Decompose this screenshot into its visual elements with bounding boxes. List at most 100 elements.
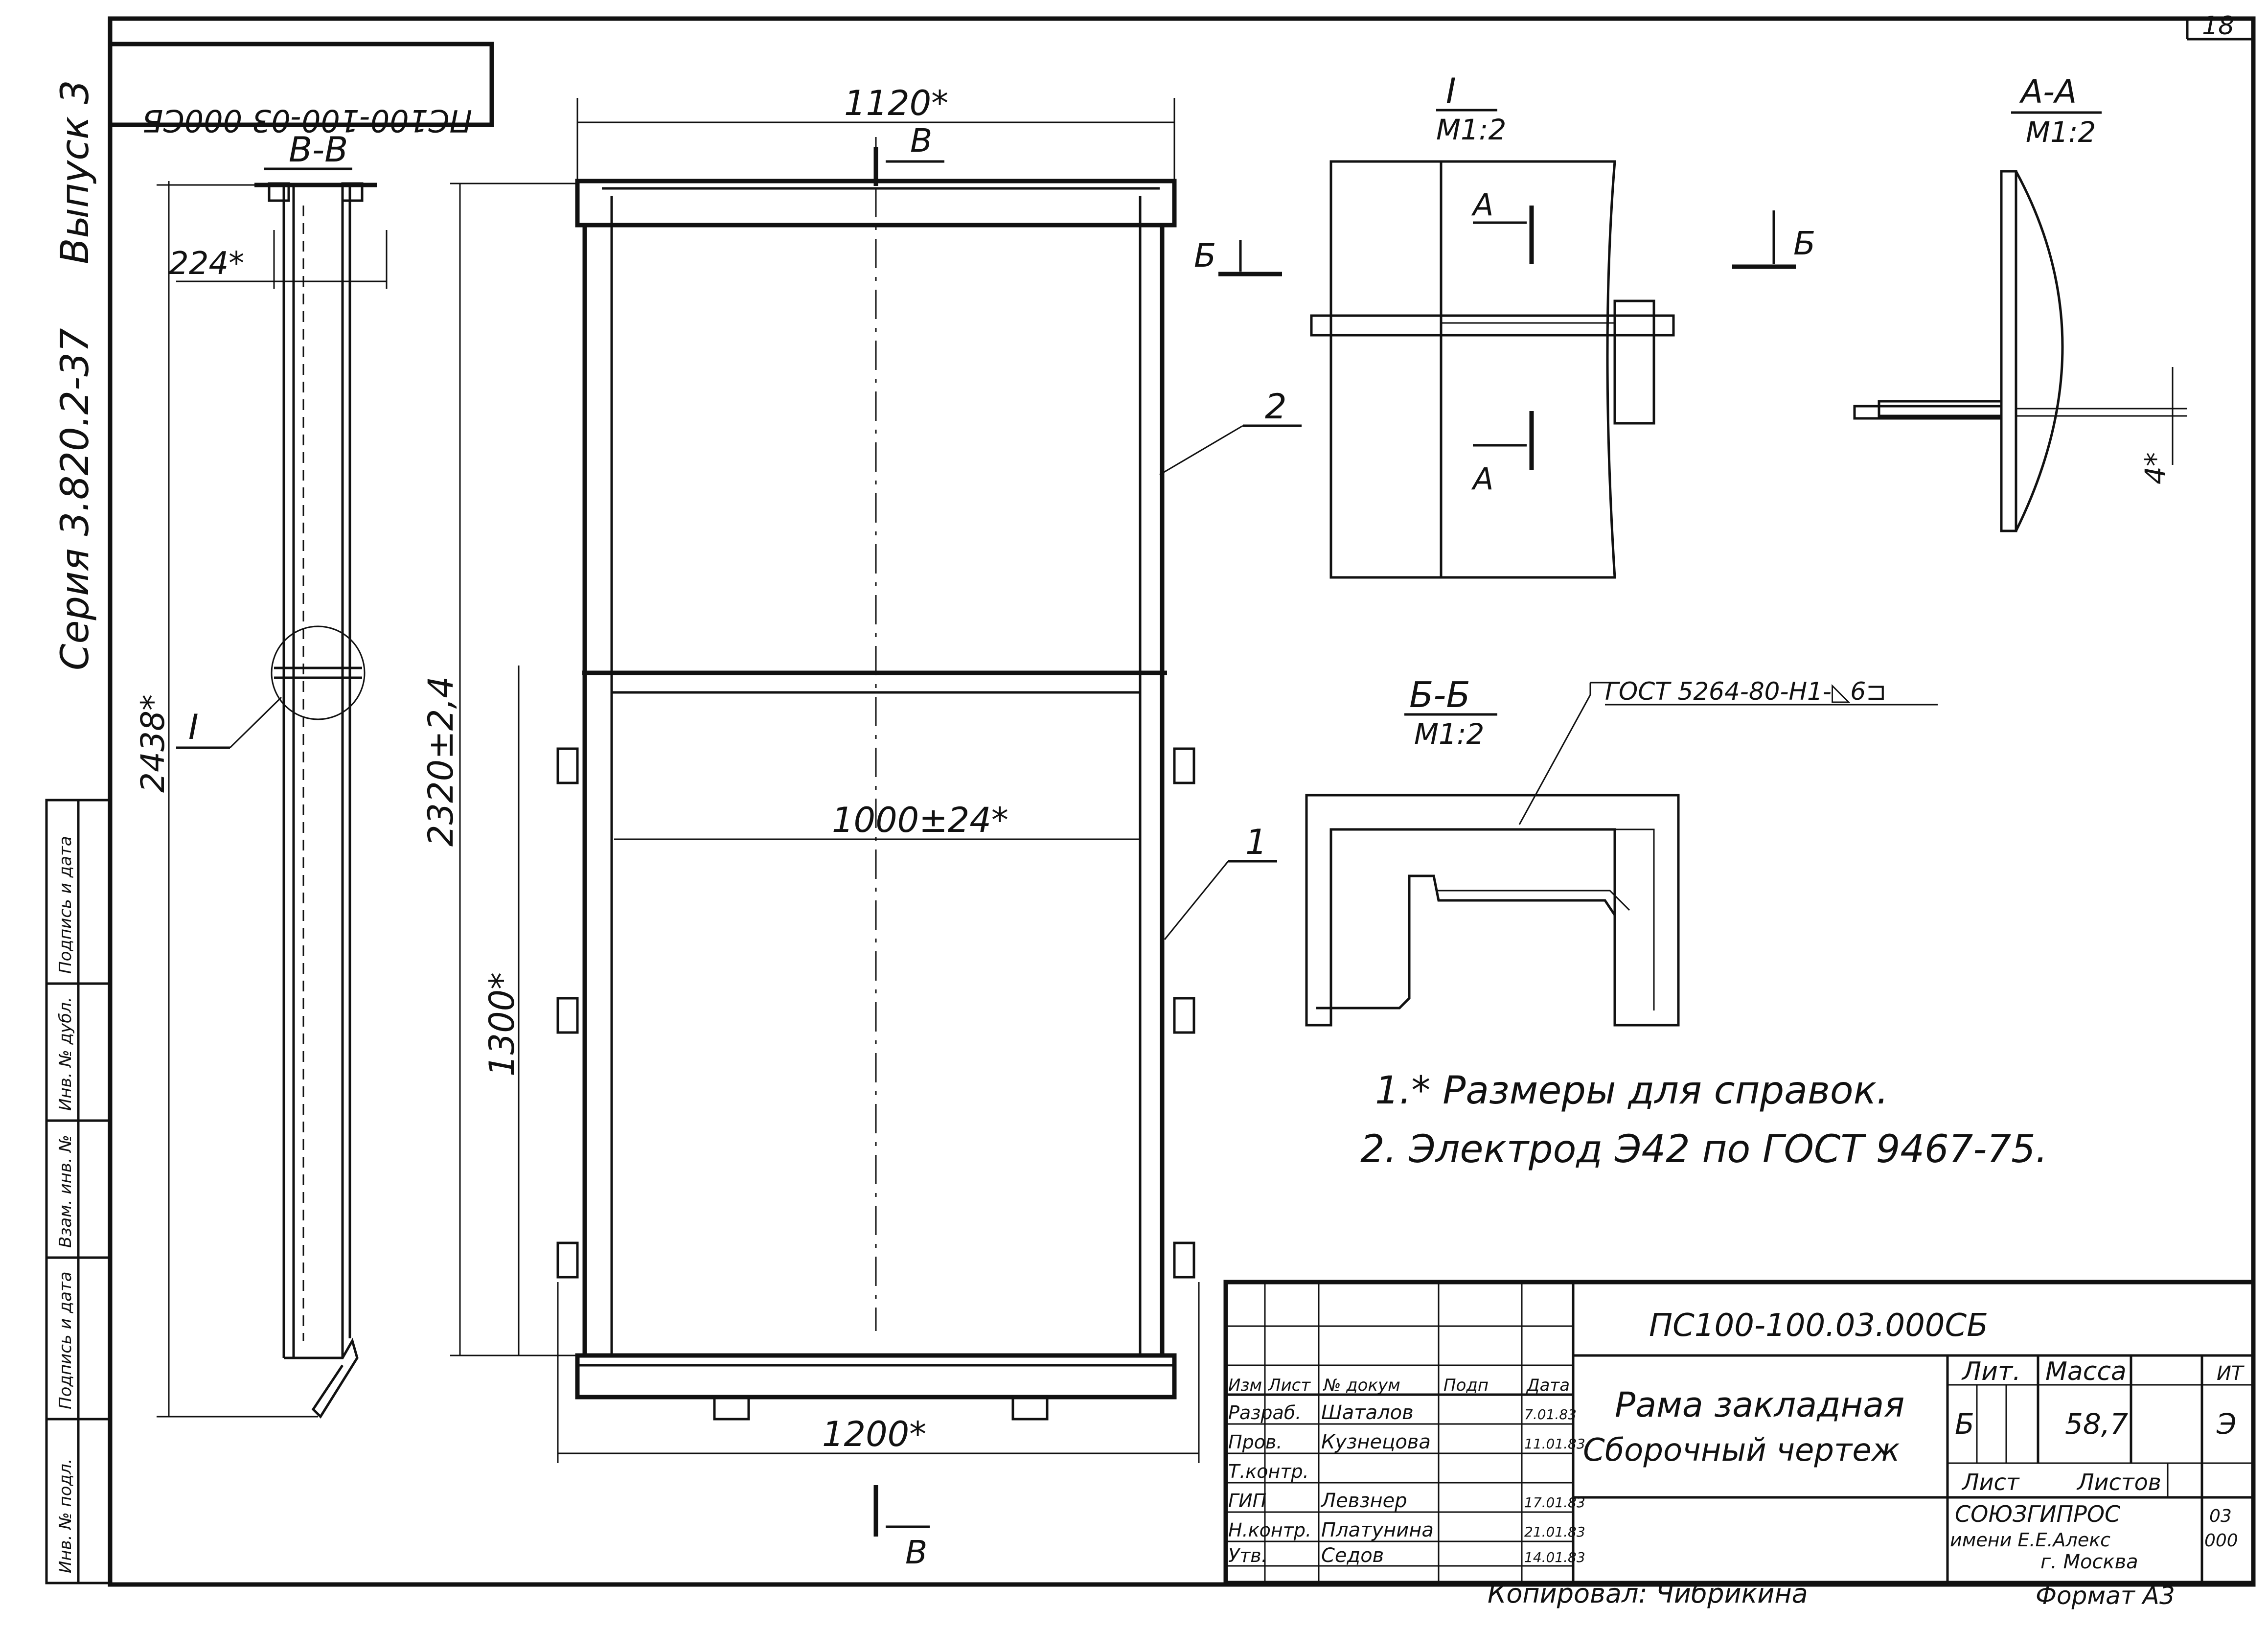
anchor-lug-right-3 <box>1173 1241 1195 1279</box>
tb-scale-value: Э <box>2216 1407 2237 1441</box>
tb-head-list: Лист <box>1267 1376 1311 1395</box>
tb-org-line2: имени Е.Е.Алекс <box>1950 1529 2110 1551</box>
note-2: 2. Электрод Э42 по ГОСТ 9467-75. <box>1360 1127 2048 1171</box>
detail-i-cut-a-top-label: А <box>1471 187 1493 223</box>
anchor-lug-bottom-2 <box>1011 1396 1049 1421</box>
section-bb-z-profile <box>1316 874 1616 1025</box>
anchor-lug-right-1 <box>1173 747 1195 784</box>
section-aa-dim-4: 4* <box>2139 452 2172 484</box>
tb-row2-name: Кузнецова <box>1321 1431 1431 1453</box>
tb-row5-role: Н.контр. <box>1228 1519 1311 1541</box>
tb-org-cut-2: 000 <box>2204 1531 2238 1551</box>
dim-224: 224* <box>169 246 244 282</box>
tb-row2-date: 11.01.83 <box>1524 1436 1585 1452</box>
tb-sheet-label: Лист <box>1961 1469 2020 1495</box>
leader-1-label: 1 <box>1245 822 1267 862</box>
dim-1200: 1200* <box>822 1414 926 1454</box>
tb-scale-label: ИТ <box>2217 1362 2245 1385</box>
section-aa-break-line <box>2015 170 2064 532</box>
anchor-lug-left-2 <box>556 997 579 1034</box>
detail-i-body <box>1329 160 1616 579</box>
tb-row6-date: 14.01.83 <box>1524 1549 1585 1565</box>
dim-1120: 1120* <box>844 83 948 123</box>
tb-row6-name: Седов <box>1321 1544 1384 1567</box>
tb-row1-name: Шаталов <box>1321 1401 1414 1424</box>
section-bb-note-leader <box>1518 694 1591 825</box>
anchor-lug-right-2 <box>1173 997 1195 1034</box>
vv-bottom-hook <box>284 1337 359 1419</box>
series-label: Серия 3.820.2-37 <box>53 328 97 671</box>
dim-2438: 2438* <box>134 694 172 793</box>
detail-callout-leader <box>229 696 282 749</box>
side-col-5: Подпись и дата <box>56 836 75 974</box>
tb-row2-role: Пров. <box>1228 1431 1282 1453</box>
tb-row4-name: Левзнер <box>1320 1490 1407 1512</box>
leader-2-line <box>1159 425 1243 476</box>
title-block <box>1223 1280 2256 1585</box>
section-bb-weld-note: ГОСТ 5264-80-Н1-◺6⊐ <box>1605 677 1886 706</box>
tb-org-line3: г. Москва <box>2040 1551 2138 1573</box>
code-stamp-mirrored: ПС100-100-03 000СБ <box>142 103 472 138</box>
section-bb-inner-edge <box>1331 828 1655 1010</box>
tb-lit-value: Б <box>1955 1407 1974 1441</box>
detail-i-plate <box>1613 299 1655 425</box>
tb-org-cut-1: 03 <box>2209 1506 2232 1526</box>
section-aa-scale: М1:2 <box>2026 115 2096 149</box>
leader-2-label: 2 <box>1265 387 1287 427</box>
tb-head-izm: Изм <box>1228 1376 1262 1395</box>
section-aa-plate-top <box>1878 400 2003 417</box>
section-aa-web <box>2000 170 2017 532</box>
footer-format: Формат А3 <box>2036 1582 2175 1610</box>
section-bb-scale: М1:2 <box>1414 717 1484 751</box>
dim-2320: 2320±2,4 <box>421 676 461 847</box>
section-vv-title: В-В <box>289 130 348 170</box>
cut-label-bottom: В <box>905 1534 927 1571</box>
side-col-4: Инв. № дубл. <box>56 997 75 1111</box>
footer-copied-by: Копировал: Чибрикина <box>1488 1578 1808 1609</box>
detail-i-title: I <box>1446 71 1456 111</box>
tb-name-line1: Рама закладная <box>1615 1385 1904 1425</box>
tb-mass-label: Масса <box>2045 1357 2127 1386</box>
tb-head-date: Дата <box>1526 1376 1570 1395</box>
tb-frame <box>1223 1280 2256 1585</box>
side-col-3: Взам. инв. № <box>56 1135 75 1248</box>
cut-label-top: В <box>910 122 932 160</box>
detail-i-cut-a-bottom-label: А <box>1471 461 1493 497</box>
tb-doc-code: ПС100-100.03.000СБ <box>1649 1308 1988 1344</box>
detail-i-bar <box>1310 314 1675 337</box>
side-col-2: Подпись и дата <box>56 1271 75 1409</box>
tb-head-doc: № докум <box>1323 1376 1400 1395</box>
frame-bottom-beam <box>575 1353 1177 1400</box>
detail-callout-circle <box>271 625 366 720</box>
tb-head-sign: Подп <box>1443 1376 1489 1395</box>
cut-b-right-label: Б <box>1793 225 1815 262</box>
tb-mass-value: 58,7 <box>2065 1407 2128 1441</box>
tb-sheets-label: Листов <box>2076 1469 2161 1495</box>
tb-row3-role: Т.контр. <box>1228 1461 1309 1482</box>
anchor-lug-bottom-1 <box>713 1396 750 1421</box>
detail-callout-label: I <box>188 707 199 747</box>
note-1: 1.* Размеры для справок. <box>1375 1069 1889 1113</box>
section-bb-z-profile-inner <box>1436 890 1630 911</box>
issue-label: Выпуск 3 <box>53 80 97 264</box>
section-bb-title: Б-Б <box>1409 674 1470 715</box>
dim-1000: 1000±24* <box>832 800 1008 840</box>
tb-name-line2: Сборочный чертеж <box>1583 1432 1900 1469</box>
section-aa-plate-low <box>1853 405 2003 420</box>
tb-lit-label: Лит. <box>1961 1357 2021 1386</box>
tb-row6-role: Утв. <box>1228 1545 1267 1566</box>
tb-row4-role: ГИП <box>1228 1490 1266 1512</box>
tb-org-line1: СОЮЗГИПРОС <box>1955 1501 2120 1527</box>
cut-b-left-label: Б <box>1194 237 1216 275</box>
anchor-lug-left-3 <box>556 1241 579 1279</box>
tb-row5-name: Платунина <box>1321 1519 1434 1541</box>
tb-row1-date: 7.01.83 <box>1524 1406 1577 1423</box>
tb-row1-role: Разраб. <box>1228 1402 1301 1423</box>
page-number: 18 <box>2202 11 2234 41</box>
section-aa-title: А-А <box>2019 73 2077 111</box>
tb-row5-date: 21.01.83 <box>1524 1524 1585 1540</box>
code-stamp-box <box>108 42 494 127</box>
side-col-1: Инв. № подл. <box>56 1458 75 1573</box>
dim-1300: 1300* <box>482 972 522 1077</box>
